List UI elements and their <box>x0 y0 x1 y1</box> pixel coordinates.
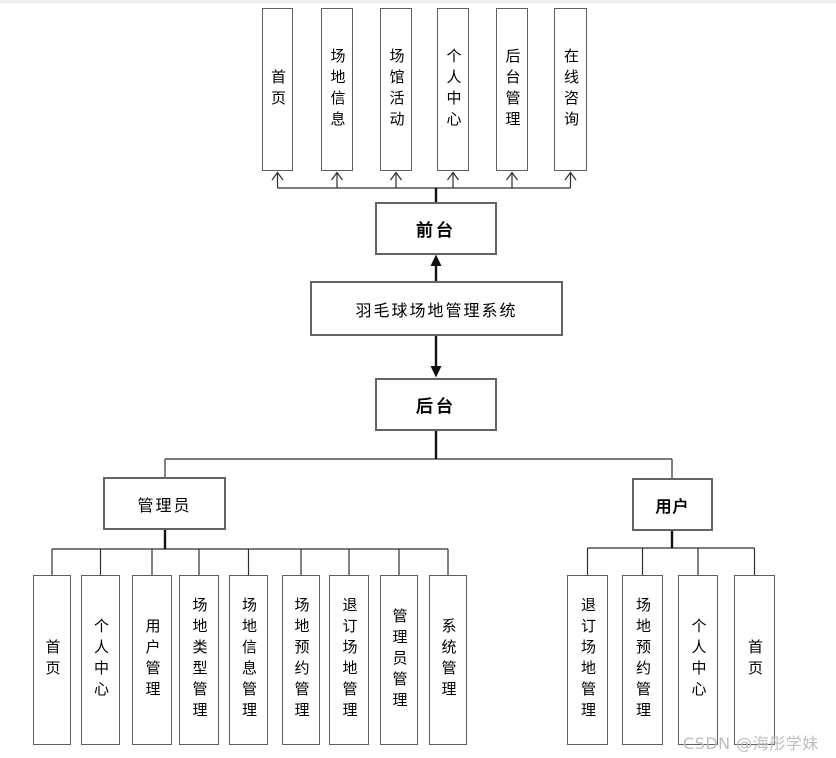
node-system-root: 羽毛球场地管理系统 <box>310 281 563 336</box>
node-user-module-booking-cancel-mgmt: 退订场地管理 <box>567 575 608 745</box>
node-label: 首页 <box>746 639 764 681</box>
node-label: 管理员 <box>137 495 192 515</box>
node-frontend: 前台 <box>375 202 497 255</box>
node-label: 羽毛球场地管理系统 <box>355 300 518 320</box>
node-label: 在线咨询 <box>562 47 580 132</box>
node-label: 首页 <box>269 68 287 111</box>
node-label: 个人中心 <box>92 618 110 702</box>
page-top-divider <box>0 0 836 4</box>
csdn-watermark: CSDN @海彤学妹 <box>683 734 819 753</box>
node-frontend-module-home: 首页 <box>262 8 293 171</box>
node-label: 场地信息 <box>328 47 347 132</box>
node-backend: 后台 <box>375 378 497 431</box>
node-label: 退订场地管理 <box>340 597 359 723</box>
node-user-module-home: 首页 <box>734 575 775 745</box>
node-label: 个人中心 <box>689 618 708 702</box>
node-label: 场地预约管理 <box>634 597 652 723</box>
node-frontend-module-online-consult: 在线咨询 <box>554 8 587 171</box>
node-label: 场地类型管理 <box>190 597 209 723</box>
node-role-admin: 管理员 <box>103 477 226 530</box>
node-label: 个人中心 <box>444 47 463 132</box>
node-label: 前台 <box>416 221 456 241</box>
node-label: 用户管理 <box>143 618 162 702</box>
node-label: 用户 <box>655 496 690 516</box>
node-label: 场馆活动 <box>387 47 406 132</box>
node-label: 退订场地管理 <box>579 597 597 723</box>
node-frontend-module-venue-activity: 场馆活动 <box>380 8 412 171</box>
node-frontend-module-personal-center: 个人中心 <box>437 8 469 171</box>
node-frontend-module-backend-mgmt: 后台管理 <box>496 8 528 171</box>
node-admin-module-system-mgmt: 系统管理 <box>429 575 467 745</box>
node-label: 场地预约管理 <box>292 597 311 723</box>
node-admin-module-venue-info-mgmt: 场地信息管理 <box>229 575 268 745</box>
node-admin-module-venue-booking-mgmt: 场地预约管理 <box>282 575 320 745</box>
node-admin-module-home: 首页 <box>33 575 71 745</box>
node-label: 系统管理 <box>439 618 458 702</box>
node-admin-module-user-mgmt: 用户管理 <box>132 575 172 745</box>
node-label: 管理员管理 <box>390 607 409 713</box>
node-user-module-personal-center: 个人中心 <box>678 575 718 745</box>
node-admin-module-personal-center: 个人中心 <box>81 575 120 745</box>
node-user-module-venue-booking-mgmt: 场地预约管理 <box>622 575 663 745</box>
node-label: 场地信息管理 <box>240 597 258 723</box>
node-label: 后台 <box>416 397 456 417</box>
node-label: 后台管理 <box>503 47 522 132</box>
node-label: 首页 <box>43 639 62 681</box>
node-admin-module-admin-mgmt: 管理员管理 <box>380 575 418 745</box>
node-role-user: 用户 <box>632 478 713 531</box>
node-admin-module-venue-type-mgmt: 场地类型管理 <box>179 575 219 745</box>
node-admin-module-booking-cancel-mgmt: 退订场地管理 <box>329 575 369 745</box>
node-frontend-module-venue-info: 场地信息 <box>321 8 353 171</box>
